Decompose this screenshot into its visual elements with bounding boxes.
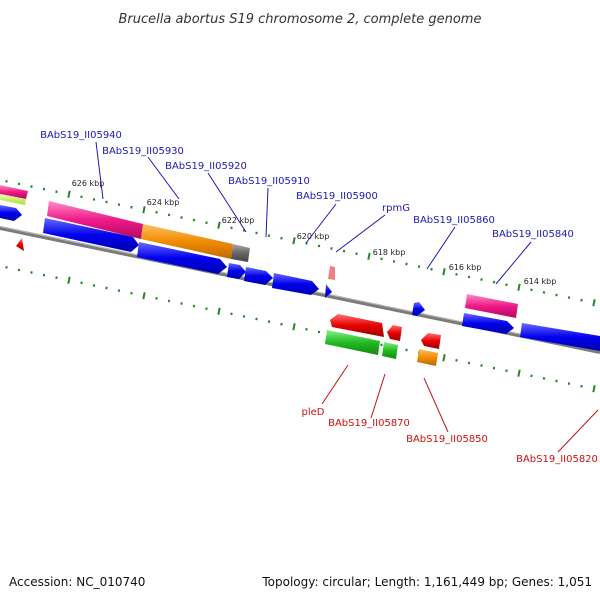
feature-magenta-2 (465, 294, 518, 318)
tick-label-620: 620 kbp (297, 232, 330, 241)
feature-red-3 (421, 333, 441, 349)
accession-text: Accession: NC_010740 (9, 575, 145, 589)
leader-line (207, 172, 247, 233)
major-tick (517, 369, 521, 377)
gene-label-top[interactable]: BAbS19_II05920 (165, 161, 247, 172)
major-tick (292, 323, 296, 331)
gene-label-top[interactable]: BAbS19_II05910 (228, 176, 310, 187)
cds-arrow-6 (325, 284, 332, 298)
major-tick (217, 221, 221, 229)
cds-arrow-9 (520, 323, 600, 351)
tick-label-618: 618 kbp (373, 248, 406, 257)
gene-label-top[interactable]: BAbS19_II05940 (40, 130, 122, 141)
major-tick (67, 190, 71, 198)
gene-label-top[interactable]: BAbS19_II05900 (296, 191, 378, 202)
leader-line (370, 373, 386, 419)
feature-pink-small (328, 266, 335, 280)
major-tick (217, 307, 221, 315)
cds-arrow-edge (0, 205, 22, 221)
gene-label-top[interactable]: BAbS19_II05930 (102, 146, 184, 157)
feature-green-1 (325, 330, 380, 355)
major-tick (292, 237, 296, 245)
leader-line (557, 409, 599, 453)
tick-label-614: 614 kbp (524, 277, 557, 286)
gene-label-bottom[interactable]: BAbS19_II05820 (516, 454, 598, 465)
feature-lime-edge (0, 194, 26, 205)
feature-red-edge (16, 238, 24, 251)
leader-line (147, 156, 180, 200)
gene-label-top[interactable]: rpmG (382, 203, 410, 214)
major-tick (367, 252, 371, 260)
leader-line (321, 364, 349, 405)
leader-line (335, 214, 386, 253)
cds-arrow-5 (272, 273, 319, 295)
feature-magenta-edge (0, 185, 28, 199)
cds-arrow-4 (244, 267, 273, 285)
leader-line (426, 226, 456, 270)
gene-label-top[interactable]: BAbS19_II05840 (492, 229, 574, 240)
major-tick (592, 299, 596, 307)
feature-red-2 (387, 325, 402, 341)
tick-label-616: 616 kbp (449, 263, 482, 272)
map-title: Brucella abortus S19 chromosome 2, compl… (119, 12, 482, 27)
major-tick (592, 385, 596, 393)
feature-orange-1 (141, 224, 233, 259)
tick-label-624: 624 kbp (147, 198, 180, 207)
cds-arrow-7 (412, 302, 425, 316)
topology-text: Topology: circular; Length: 1,161,449 bp… (261, 575, 592, 589)
major-tick (142, 292, 146, 300)
leader-line (95, 141, 104, 200)
cds-arrow-3 (227, 263, 246, 279)
leader-line (265, 187, 269, 238)
feature-red-1 (330, 314, 384, 337)
major-tick (142, 206, 146, 214)
gene-label-bottom[interactable]: pleD (302, 407, 325, 418)
gene-label-bottom[interactable]: BAbS19_II05850 (406, 434, 488, 445)
major-tick (442, 354, 446, 362)
feature-gray-1 (231, 244, 250, 262)
cds-arrow-8 (462, 313, 514, 334)
major-tick (517, 283, 521, 291)
tick-axis-top (5, 180, 596, 307)
cds-arrow-1 (43, 218, 139, 252)
gene-label-top[interactable]: BAbS19_II05860 (413, 215, 495, 226)
cds-arrow-2 (137, 242, 227, 274)
leader-line (495, 241, 532, 285)
gene-label-bottom[interactable]: BAbS19_II05870 (328, 418, 410, 429)
major-tick (442, 268, 446, 276)
feature-magenta-1 (47, 201, 143, 239)
tick-label-626: 626 kbp (72, 179, 105, 188)
leader-line (305, 203, 337, 244)
feature-orange-2 (417, 349, 438, 366)
major-tick (67, 276, 71, 284)
feature-green-2 (382, 342, 398, 359)
leader-line (423, 377, 449, 433)
